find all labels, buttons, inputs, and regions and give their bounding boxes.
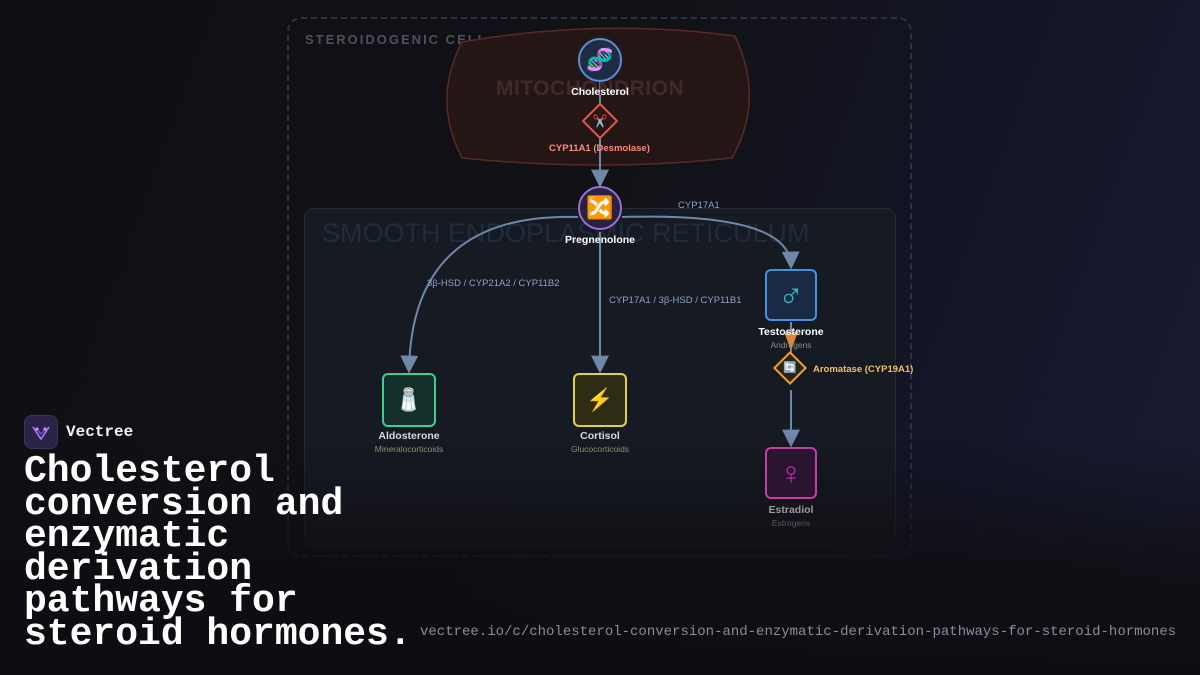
shuffle-icon: 🔀 <box>586 195 614 220</box>
edge-pregnenolone-testosterone <box>621 215 800 270</box>
testosterone-sublabel: Androgens <box>770 340 812 350</box>
female-symbol-icon: ♀ <box>779 454 803 491</box>
lightning-icon: ⚡ <box>586 387 614 412</box>
desmolase-label: CYP11A1 (Desmolase) <box>549 143 650 154</box>
aromatase-label: Aromatase (CYP19A1) <box>813 364 914 375</box>
scissors-icon: ✂️ <box>592 114 608 128</box>
male-symbol-icon: ♂ <box>778 275 804 314</box>
aldosterone-node[interactable]: 🧂 <box>382 373 436 427</box>
pregnenolone-label: Pregnenolone <box>564 234 636 246</box>
mitochondrion-compartment-label: MITOCHONDRION <box>496 77 685 100</box>
cell-compartment-label: STEROIDOGENIC CELL <box>305 32 488 47</box>
cortisol-label: Cortisol <box>580 430 620 442</box>
source-url-link[interactable]: vectree.io/c/cholesterol-conversion-and-… <box>420 624 1177 640</box>
estradiol-node[interactable]: ♀ <box>765 447 817 499</box>
testosterone-label: Testosterone <box>758 326 824 338</box>
cortisol-sublabel: Glucocorticoids <box>570 444 630 454</box>
estradiol-sublabel: Estrogens <box>771 518 811 528</box>
salt-shaker-icon: 🧂 <box>395 387 423 412</box>
aldosterone-sublabel: Mineralocorticoids <box>374 444 444 454</box>
aldosterone-label: Aldosterone <box>378 430 440 442</box>
dna-icon: 🧬 <box>586 47 614 72</box>
cholesterol-node[interactable]: 🧬 <box>578 38 622 82</box>
vectree-logo-icon <box>24 415 58 449</box>
edge-label-cortisol: CYP17A1 / 3β-HSD / CYP11B1 <box>609 295 742 306</box>
brand-name: Vectree <box>66 423 134 441</box>
pregnenolone-node[interactable]: 🔀 <box>578 186 622 230</box>
page-title: Cholesterol conversion and enzymatic der… <box>24 450 412 656</box>
cholesterol-label: Cholesterol <box>571 86 629 98</box>
cortisol-node[interactable]: ⚡ <box>573 373 627 427</box>
estradiol-label: Estradiol <box>768 504 814 516</box>
aromatase-inflow-arrowhead <box>784 332 798 350</box>
vectree-logo-mark <box>32 426 50 441</box>
edge-label-testosterone: CYP17A1 <box>678 200 720 211</box>
cycle-icon: 🔄 <box>783 362 797 374</box>
edge-label-aldosterone: 3β-HSD / CYP21A2 / CYP11B2 <box>427 278 560 289</box>
mitochondrion-shape <box>446 27 750 166</box>
edge-pregnenolone-aldosterone <box>400 215 579 374</box>
testosterone-node[interactable]: ♂ <box>765 269 817 321</box>
